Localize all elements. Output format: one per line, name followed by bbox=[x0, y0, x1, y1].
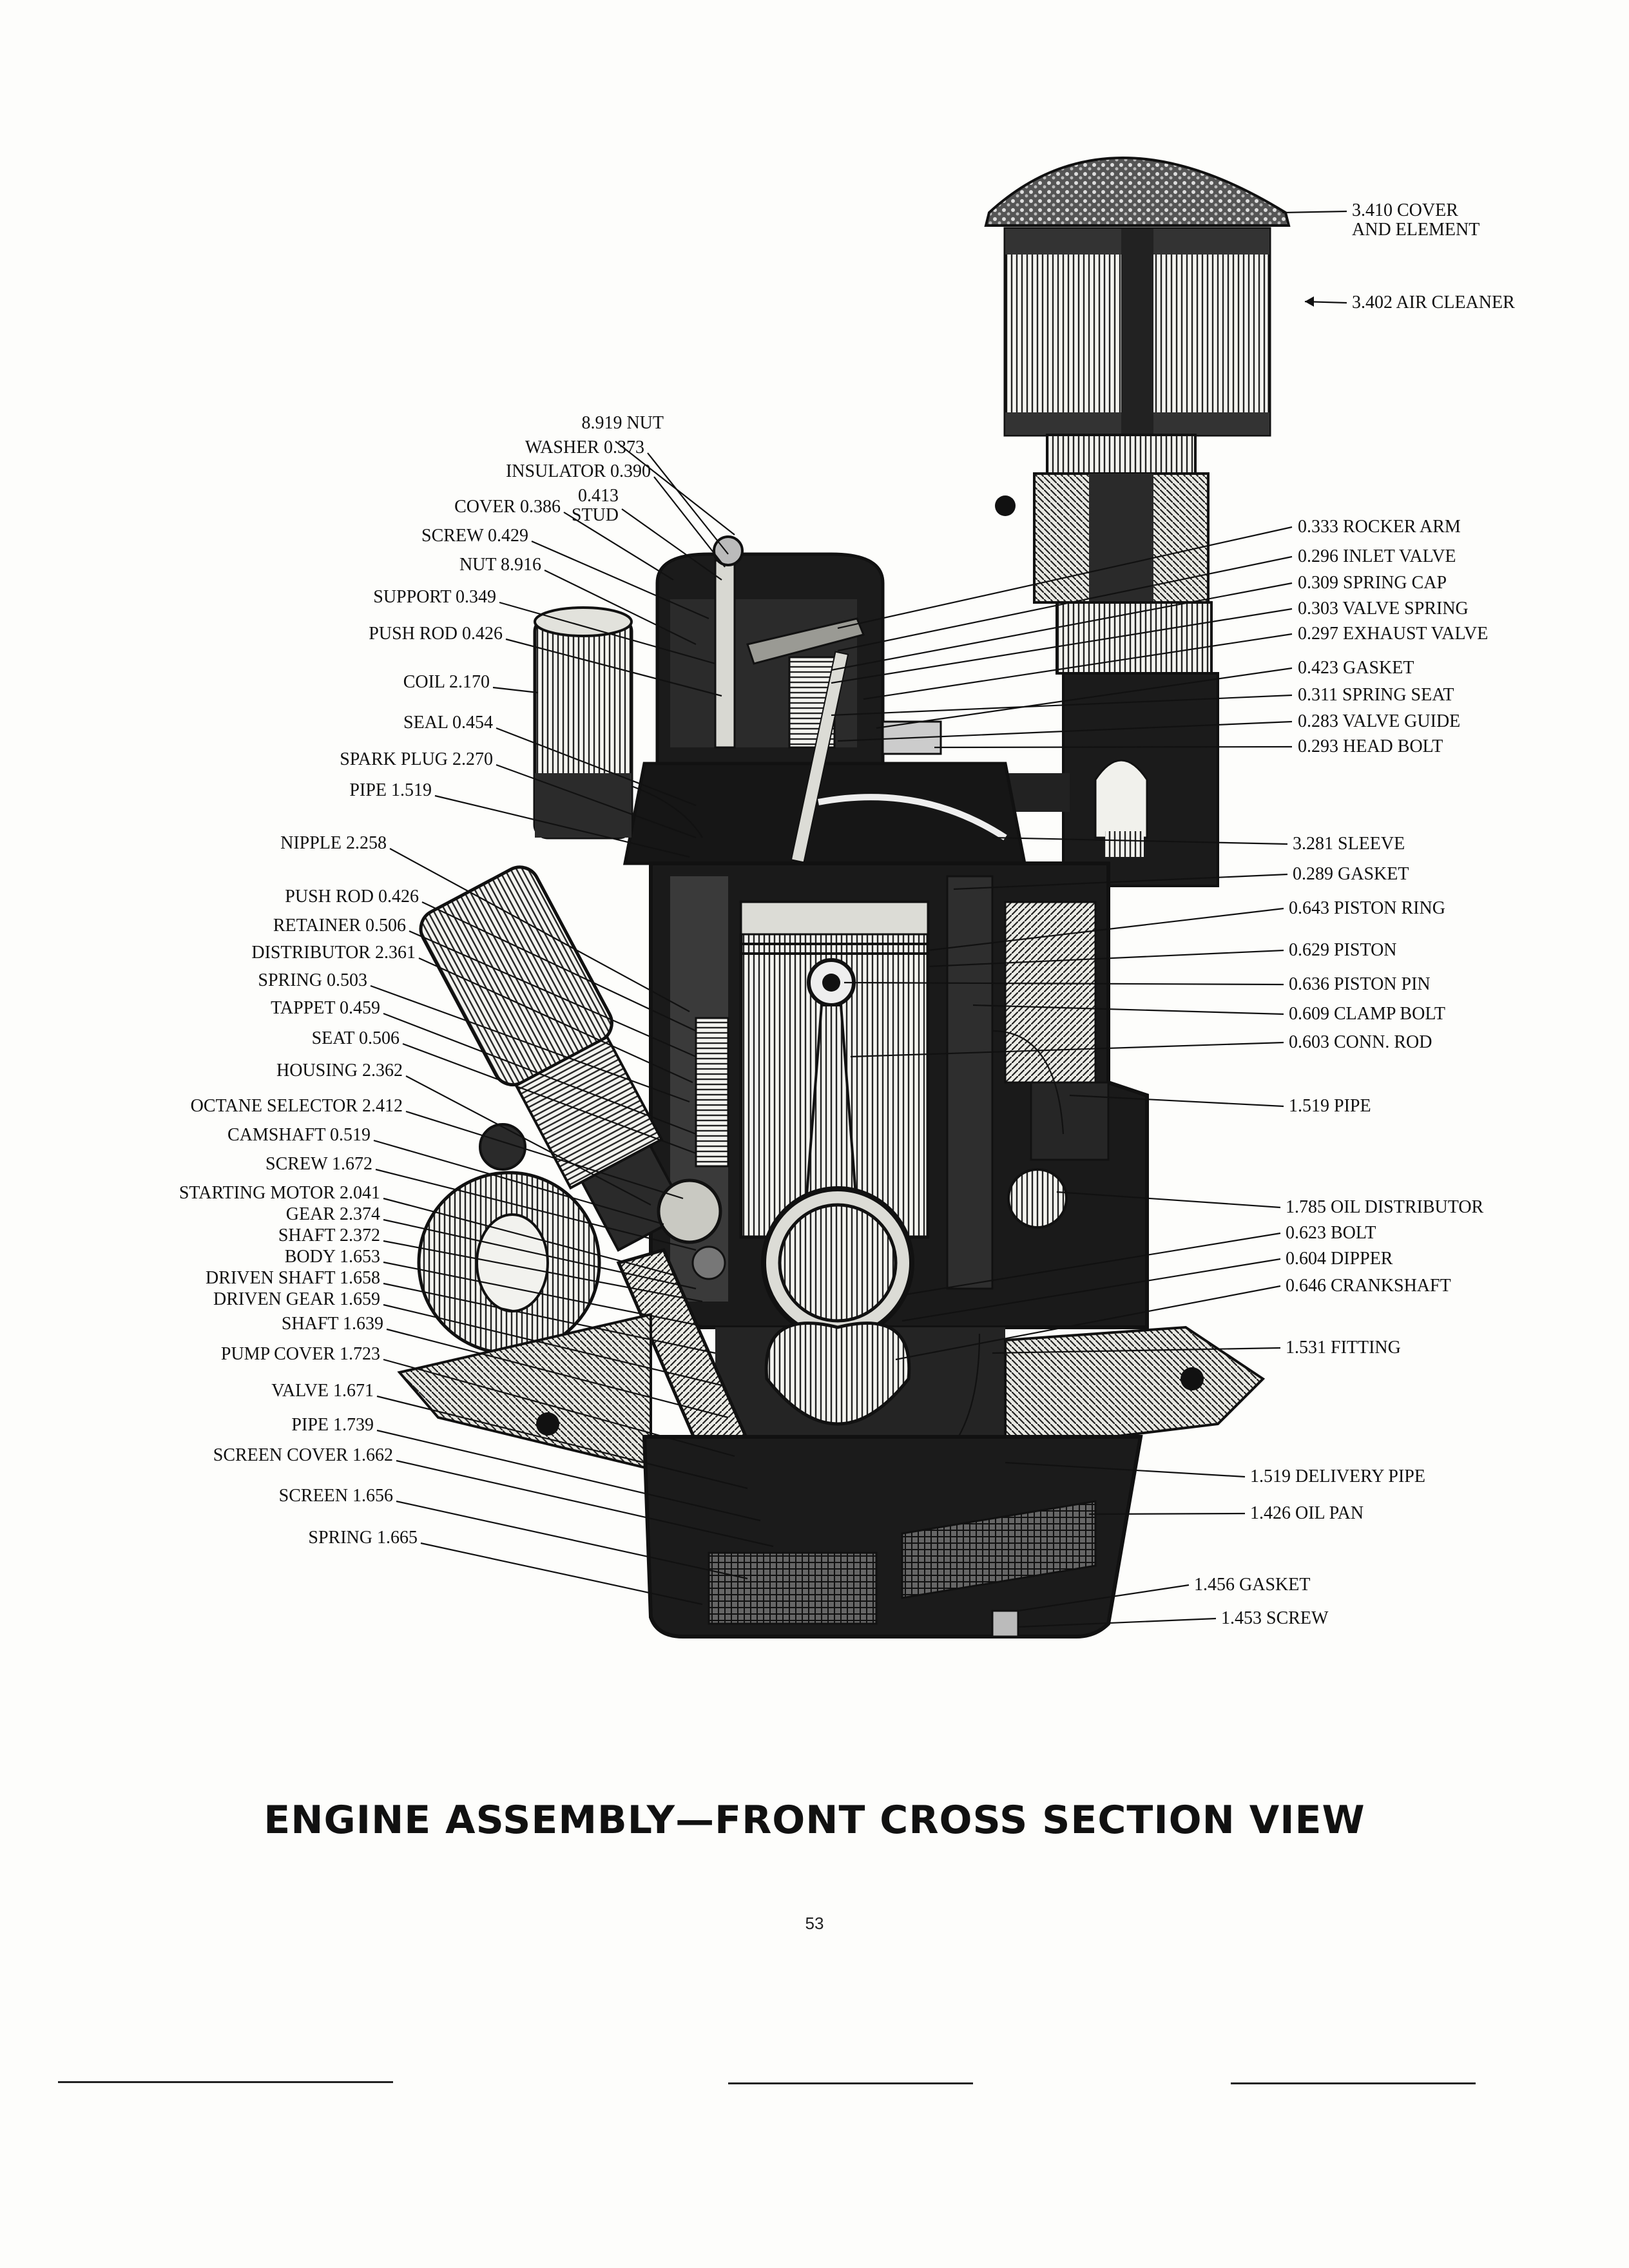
carburetor-manifold bbox=[1005, 601, 1219, 887]
label-exhaust-valve-0297: 0.297 EXHAUST VALVE bbox=[1298, 624, 1488, 644]
label-rocker-arm-0333: 0.333 ROCKER ARM bbox=[1298, 517, 1461, 537]
label-head-bolt-0293: 0.293 HEAD BOLT bbox=[1298, 736, 1443, 756]
crankcase bbox=[715, 1186, 1005, 1477]
label-driven-gear-1659: DRIVEN GEAR 1.659 bbox=[213, 1289, 380, 1309]
label-spring-1665: SPRING 1.665 bbox=[308, 1528, 418, 1548]
label-cover-element-3410: 3.410 COVER bbox=[1352, 200, 1458, 220]
label-housing-2362: HOUSING 2.362 bbox=[276, 1061, 403, 1081]
distributor bbox=[419, 865, 689, 1252]
label-air-cleaner-3402: 3.402 AIR CLEANER bbox=[1352, 293, 1515, 312]
label-spring-cap-0309: 0.309 SPRING CAP bbox=[1298, 573, 1447, 593]
label-gasket-0289: 0.289 GASKET bbox=[1293, 864, 1409, 884]
label-valve-guide-0283: 0.283 VALVE GUIDE bbox=[1298, 711, 1460, 731]
label-seat-0506: SEAT 0.506 bbox=[312, 1028, 400, 1048]
label-clamp-bolt-0609: 0.609 CLAMP BOLT bbox=[1289, 1004, 1445, 1024]
label-oil-pan-1426: 1.426 OIL PAN bbox=[1250, 1503, 1364, 1523]
label-octane-selector-2412: OCTANE SELECTOR 2.412 bbox=[191, 1096, 403, 1116]
label-screen-cover-1662: SCREEN COVER 1.662 bbox=[213, 1445, 393, 1465]
label-washer-0373: WASHER 0.373 bbox=[525, 437, 644, 457]
label-oil-distributor-1785: 1.785 OIL DISTRIBUTOR bbox=[1286, 1197, 1484, 1217]
label-driven-shaft-1658: DRIVEN SHAFT 1.658 bbox=[206, 1268, 380, 1288]
label-screw-0429: SCREW 0.429 bbox=[421, 526, 528, 546]
page-number: 53 bbox=[805, 1914, 824, 1933]
label-valve-spring-0303: 0.303 VALVE SPRING bbox=[1298, 599, 1469, 619]
label-piston-pin-0636: 0.636 PISTON PIN bbox=[1289, 974, 1431, 994]
label-spring-0503: SPRING 0.503 bbox=[258, 970, 367, 990]
label-nipple-2258: NIPPLE 2.258 bbox=[280, 833, 387, 853]
label-and-element: AND ELEMENT bbox=[1352, 220, 1480, 240]
label-screw-1672: SCREW 1.672 bbox=[265, 1154, 372, 1174]
label-seal-0454: SEAL 0.454 bbox=[403, 713, 493, 733]
label-gasket-1456: 1.456 GASKET bbox=[1194, 1575, 1310, 1595]
label-starting-motor-2041: STARTING MOTOR 2.041 bbox=[179, 1183, 380, 1203]
label-gasket-0423: 0.423 GASKET bbox=[1298, 658, 1414, 678]
right-leader-lines bbox=[831, 210, 1347, 1628]
label-nut-8916: NUT 8.916 bbox=[459, 555, 541, 575]
label-sleeve-3281: 3.281 SLEEVE bbox=[1293, 834, 1405, 854]
footer-rule-right bbox=[1231, 2082, 1476, 2084]
footer-rule-center bbox=[728, 2082, 973, 2084]
diagram-title: ENGINE ASSEMBLY—FRONT CROSS SECTION VIEW bbox=[264, 1798, 1365, 1843]
left-leader-lines bbox=[370, 441, 774, 1606]
label-push-rod-0426-upper: PUSH ROD 0.426 bbox=[369, 624, 503, 644]
label-bolt-0623: 0.623 BOLT bbox=[1286, 1223, 1376, 1243]
air-cleaner bbox=[984, 157, 1291, 604]
label-screw-1453: 1.453 SCREW bbox=[1221, 1608, 1329, 1628]
label-piston-ring-0643: 0.643 PISTON RING bbox=[1289, 898, 1445, 918]
label-cover-0386: COVER 0.386 bbox=[454, 497, 561, 517]
label-push-rod-0426-lower: PUSH ROD 0.426 bbox=[285, 887, 419, 907]
label-shaft-2372: SHAFT 2.372 bbox=[278, 1225, 380, 1245]
label-screen-1656: SCREEN 1.656 bbox=[279, 1486, 393, 1506]
label-crankshaft-0646: 0.646 CRANKSHAFT bbox=[1286, 1276, 1451, 1296]
label-shaft-1639: SHAFT 1.639 bbox=[282, 1314, 383, 1334]
label-pipe-1519-right: 1.519 PIPE bbox=[1289, 1096, 1371, 1116]
label-insulator-0390: INSULATOR 0.390 bbox=[506, 461, 651, 481]
label-inlet-valve-0296: 0.296 INLET VALVE bbox=[1298, 546, 1456, 566]
label-retainer-0506: RETAINER 0.506 bbox=[273, 916, 406, 936]
label-gear-2374: GEAR 2.374 bbox=[286, 1204, 380, 1224]
right-callouts: 3.410 COVER AND ELEMENT 3.402 AIR CLEANE… bbox=[1194, 200, 1515, 1628]
label-pipe-1519-left: PIPE 1.519 bbox=[349, 780, 432, 800]
label-tappet-0459: TAPPET 0.459 bbox=[271, 998, 380, 1018]
label-camshaft-0519: CAMSHAFT 0.519 bbox=[227, 1125, 371, 1145]
label-piston-0629: 0.629 PISTON bbox=[1289, 940, 1397, 960]
label-nut-8919: 8.919 NUT bbox=[581, 413, 664, 433]
label-distributor-2361: DISTRIBUTOR 2.361 bbox=[251, 943, 416, 963]
label-spark-plug-2270: SPARK PLUG 2.270 bbox=[340, 749, 493, 769]
cylinder-head bbox=[622, 535, 1027, 865]
label-body-1653: BODY 1.653 bbox=[285, 1247, 380, 1267]
label-pipe-1739: PIPE 1.739 bbox=[291, 1415, 374, 1435]
label-valve-1671: VALVE 1.671 bbox=[271, 1381, 374, 1401]
label-conn-rod-0603: 0.603 CONN. ROD bbox=[1289, 1032, 1432, 1052]
label-support-0349: SUPPORT 0.349 bbox=[373, 587, 496, 607]
label-delivery-pipe-1519: 1.519 DELIVERY PIPE bbox=[1250, 1466, 1425, 1486]
label-stud-number: 0.413 bbox=[578, 486, 619, 506]
label-fitting-1531: 1.531 FITTING bbox=[1286, 1338, 1401, 1358]
label-dipper-0604: 0.604 DIPPER bbox=[1286, 1249, 1393, 1269]
label-spring-seat-0311: 0.311 SPRING SEAT bbox=[1298, 685, 1454, 705]
footer-rule-left bbox=[58, 2081, 393, 2083]
label-coil-2170: COIL 2.170 bbox=[403, 672, 490, 692]
oil-pan bbox=[642, 1435, 1143, 1639]
label-pump-cover-1723: PUMP COVER 1.723 bbox=[221, 1344, 380, 1364]
ignition-coil bbox=[533, 606, 703, 840]
left-callouts: 8.919 NUT WASHER 0.373 INSULATOR 0.390 0… bbox=[179, 413, 664, 1548]
